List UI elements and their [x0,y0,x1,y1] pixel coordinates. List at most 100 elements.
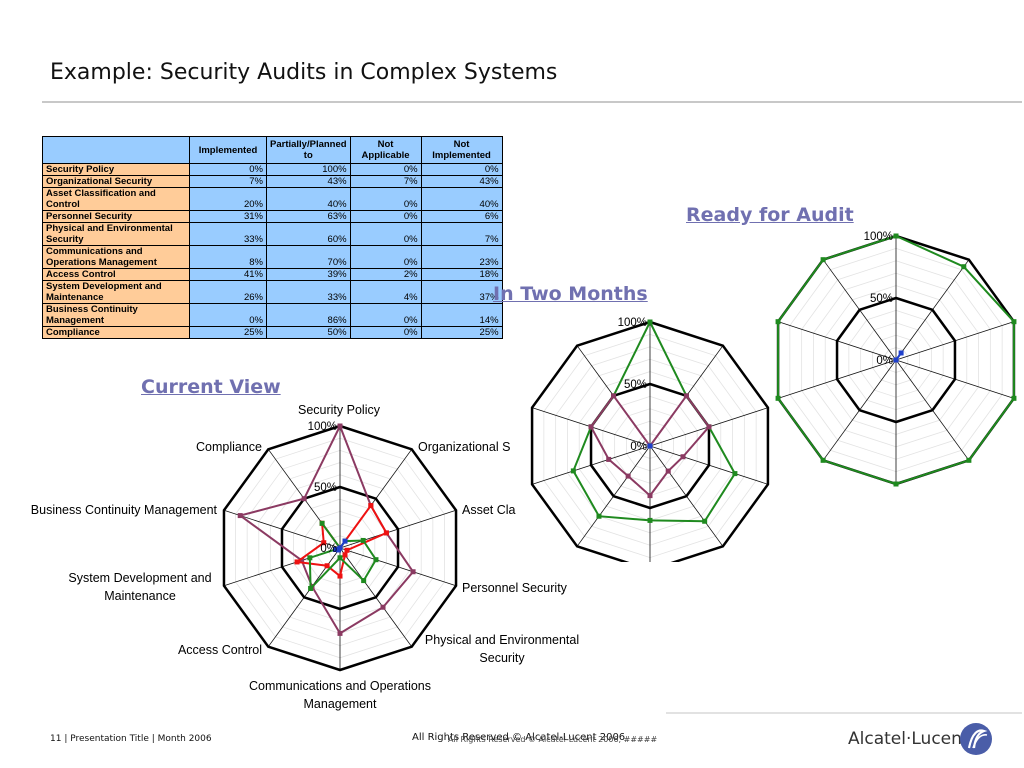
table-row-label: Physical and Environmental Security [42,222,190,246]
radar-point [344,547,350,553]
radar-point [898,350,904,356]
radar-point [702,518,708,524]
radar-point [625,473,631,479]
table-corner-cell [42,136,190,164]
alcatel-lucent-logo-text: Alcatel·Lucent [848,729,969,749]
radar-ring-100 [222,424,458,672]
radar-point [337,573,343,579]
radar-point [342,552,348,558]
radar-point [893,357,899,363]
table-cell: 63% [266,210,351,223]
table-cell: 0% [420,163,503,176]
table-header-cell: Implemented [189,136,267,164]
radar-axis-label: Access Control [178,643,262,657]
radar-point [337,545,343,551]
radar-tick-label: 50% [314,482,337,494]
radar-point [324,563,330,569]
table-cell: 25% [189,326,267,339]
audit-table: Implemented Partially/Planned to Not App… [42,136,503,339]
table-row-label: Business Continuity Management [42,303,190,327]
table-cell: 7% [349,175,422,188]
radar-point [1011,319,1017,325]
radar-tick-label: 100% [864,231,893,243]
radar-axis-label: Security Policy [298,403,381,417]
radar-point [596,513,602,519]
table-cell: 25% [420,326,503,339]
radar-point [683,393,689,399]
radar-point [820,457,826,463]
radar-point [319,520,325,526]
table-cell: 33% [266,280,351,304]
table-cell: 50% [266,326,351,339]
radar-point [893,233,899,239]
in-two-months-radar-chart: 0%50%100% [530,317,770,562]
footer-slide-info: 11 | Presentation Title | Month 2006 [50,734,212,744]
radar-point [361,578,367,584]
table-cell: 43% [266,175,351,188]
table-cell: 4% [349,280,422,304]
radar-point [611,393,617,399]
table-row-label: Organizational Security [42,175,190,188]
radar-point [706,424,712,430]
alcatel-lucent-logo-icon [960,723,992,755]
radar-tick-label: 50% [624,379,647,391]
table-cell: 100% [266,163,351,176]
footer-rule [666,712,1022,714]
radar-tick-label: 0% [320,543,337,555]
radar-axis-label: Business Continuity Management [31,503,218,517]
radar-point [337,555,343,561]
radar-tick-label: 0% [876,355,893,367]
radar-point [732,471,738,477]
title-divider [42,101,1022,103]
radar-ring-50 [280,485,400,611]
table-cell: 86% [266,303,351,327]
radar-point [342,538,348,544]
table-cell: 2% [349,268,422,281]
table-header-cell: Partially/Planned to [266,136,351,164]
table-cell: 6% [420,210,503,223]
in-two-months-label: In Two Months [493,283,648,305]
radar-ring-100 [530,320,770,562]
table-header-row: Implemented Partially/Planned to Not App… [42,136,503,164]
footer-copyright-overlay: All Rights Reserved © Alcatel-Lucent 200… [448,735,658,744]
table-cell: 0% [349,163,422,176]
table-header-cell: Not Implemented [420,136,503,164]
radar-point [337,630,343,636]
radar-point [775,395,781,401]
table-row-label: Communications and Operations Management [42,245,190,269]
radar-point [647,443,653,449]
radar-point [383,530,389,536]
table-row-label: Asset Classification and Control [42,187,190,211]
table-row-label: Personnel Security [42,210,190,223]
table-cell: 70% [266,245,351,269]
radar-point [373,557,379,563]
radar-point [337,423,343,429]
table-cell: 43% [420,175,503,188]
current-view-label: Current View [141,376,281,398]
radar-point [301,496,307,502]
radar-tick-label: 100% [618,317,647,329]
table-cell: 0% [349,222,422,246]
table-cell: 0% [349,245,422,269]
table-cell: 40% [266,187,351,211]
table-cell: 8% [189,245,267,269]
table-cell: 26% [189,280,267,304]
radar-point [647,319,653,325]
radar-point [321,540,327,546]
table-cell: 0% [349,210,422,223]
radar-point [893,481,899,487]
table-cell: 0% [189,163,267,176]
radar-point [588,424,594,430]
